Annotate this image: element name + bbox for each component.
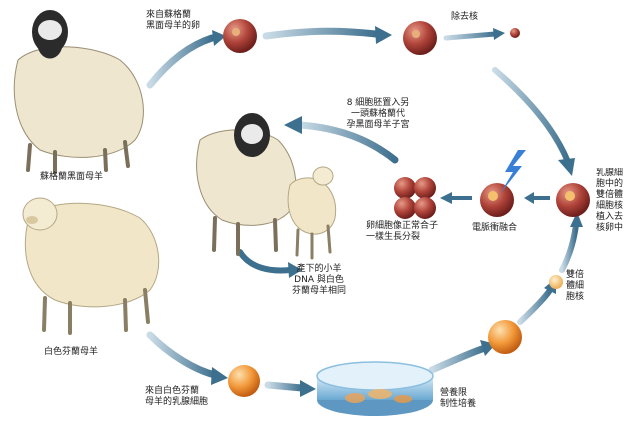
label-lamb-dna: 產下的小羊 DNA 與白色 芬蘭母羊相同 [276, 264, 362, 297]
label-udder-cell-source: 來自白色芬蘭 母羊的乳腺細胞 [145, 386, 208, 408]
arrow-cell-to-dish [268, 380, 316, 397]
petri-dish [317, 362, 433, 416]
arrow-to-enucleated [446, 28, 505, 40]
label-diploid-nucleus: 雙倍 體細 胞核 [566, 270, 584, 303]
label-scottish-egg-source: 來自蘇格蘭 黑面母羊的卵 [146, 10, 200, 32]
label-mammary-nucleus: 乳腺細 胞中的 雙倍體 細胞核 植入去 核卵中 [596, 168, 629, 234]
arrow-egg-to-egg2 [266, 26, 392, 44]
label-embryo-divide: 卵細胞像正常合子 一樣生長分裂 [366, 221, 438, 243]
label-finn-ewe: 白色芬蘭母羊 [44, 347, 98, 358]
fused-egg [480, 183, 514, 217]
cloned-lamb [288, 167, 336, 258]
reconstructed-egg [556, 183, 590, 217]
diploid-nucleus-dot [549, 275, 563, 289]
surrogate-ewe [197, 113, 296, 254]
egg-cell-2 [403, 21, 437, 55]
label-enucleate: 除去核 [451, 12, 478, 23]
egg-cell-1 [223, 19, 257, 53]
label-implant: 8 細胞胚置入另 一頭蘇格蘭代 孕黑面母羊子宮 [330, 98, 426, 131]
removed-nucleus [510, 28, 520, 38]
arrow-nucleus-up [562, 212, 583, 270]
arrow-sheep-to-egg [150, 30, 226, 85]
label-scottish-ewe: 蘇格蘭黑面母羊 [40, 172, 103, 183]
cultured-cell [488, 320, 522, 354]
udder-cell [228, 365, 260, 397]
label-culture: 營養限 制性培養 [440, 388, 476, 410]
arrow-enucleated-down [495, 70, 575, 176]
arrow-dish-to-cell [432, 340, 496, 370]
eight-cell-embryo [394, 177, 436, 219]
scottish-blackface-ewe [14, 10, 143, 172]
arrow-to-fused-egg [524, 192, 550, 204]
label-electric-fusion: 電脈衝融合 [472, 223, 517, 234]
arrow-sheep-to-udder-cell [150, 335, 228, 385]
finnish-white-ewe [23, 198, 159, 333]
arrow-to-embryo [440, 192, 472, 204]
